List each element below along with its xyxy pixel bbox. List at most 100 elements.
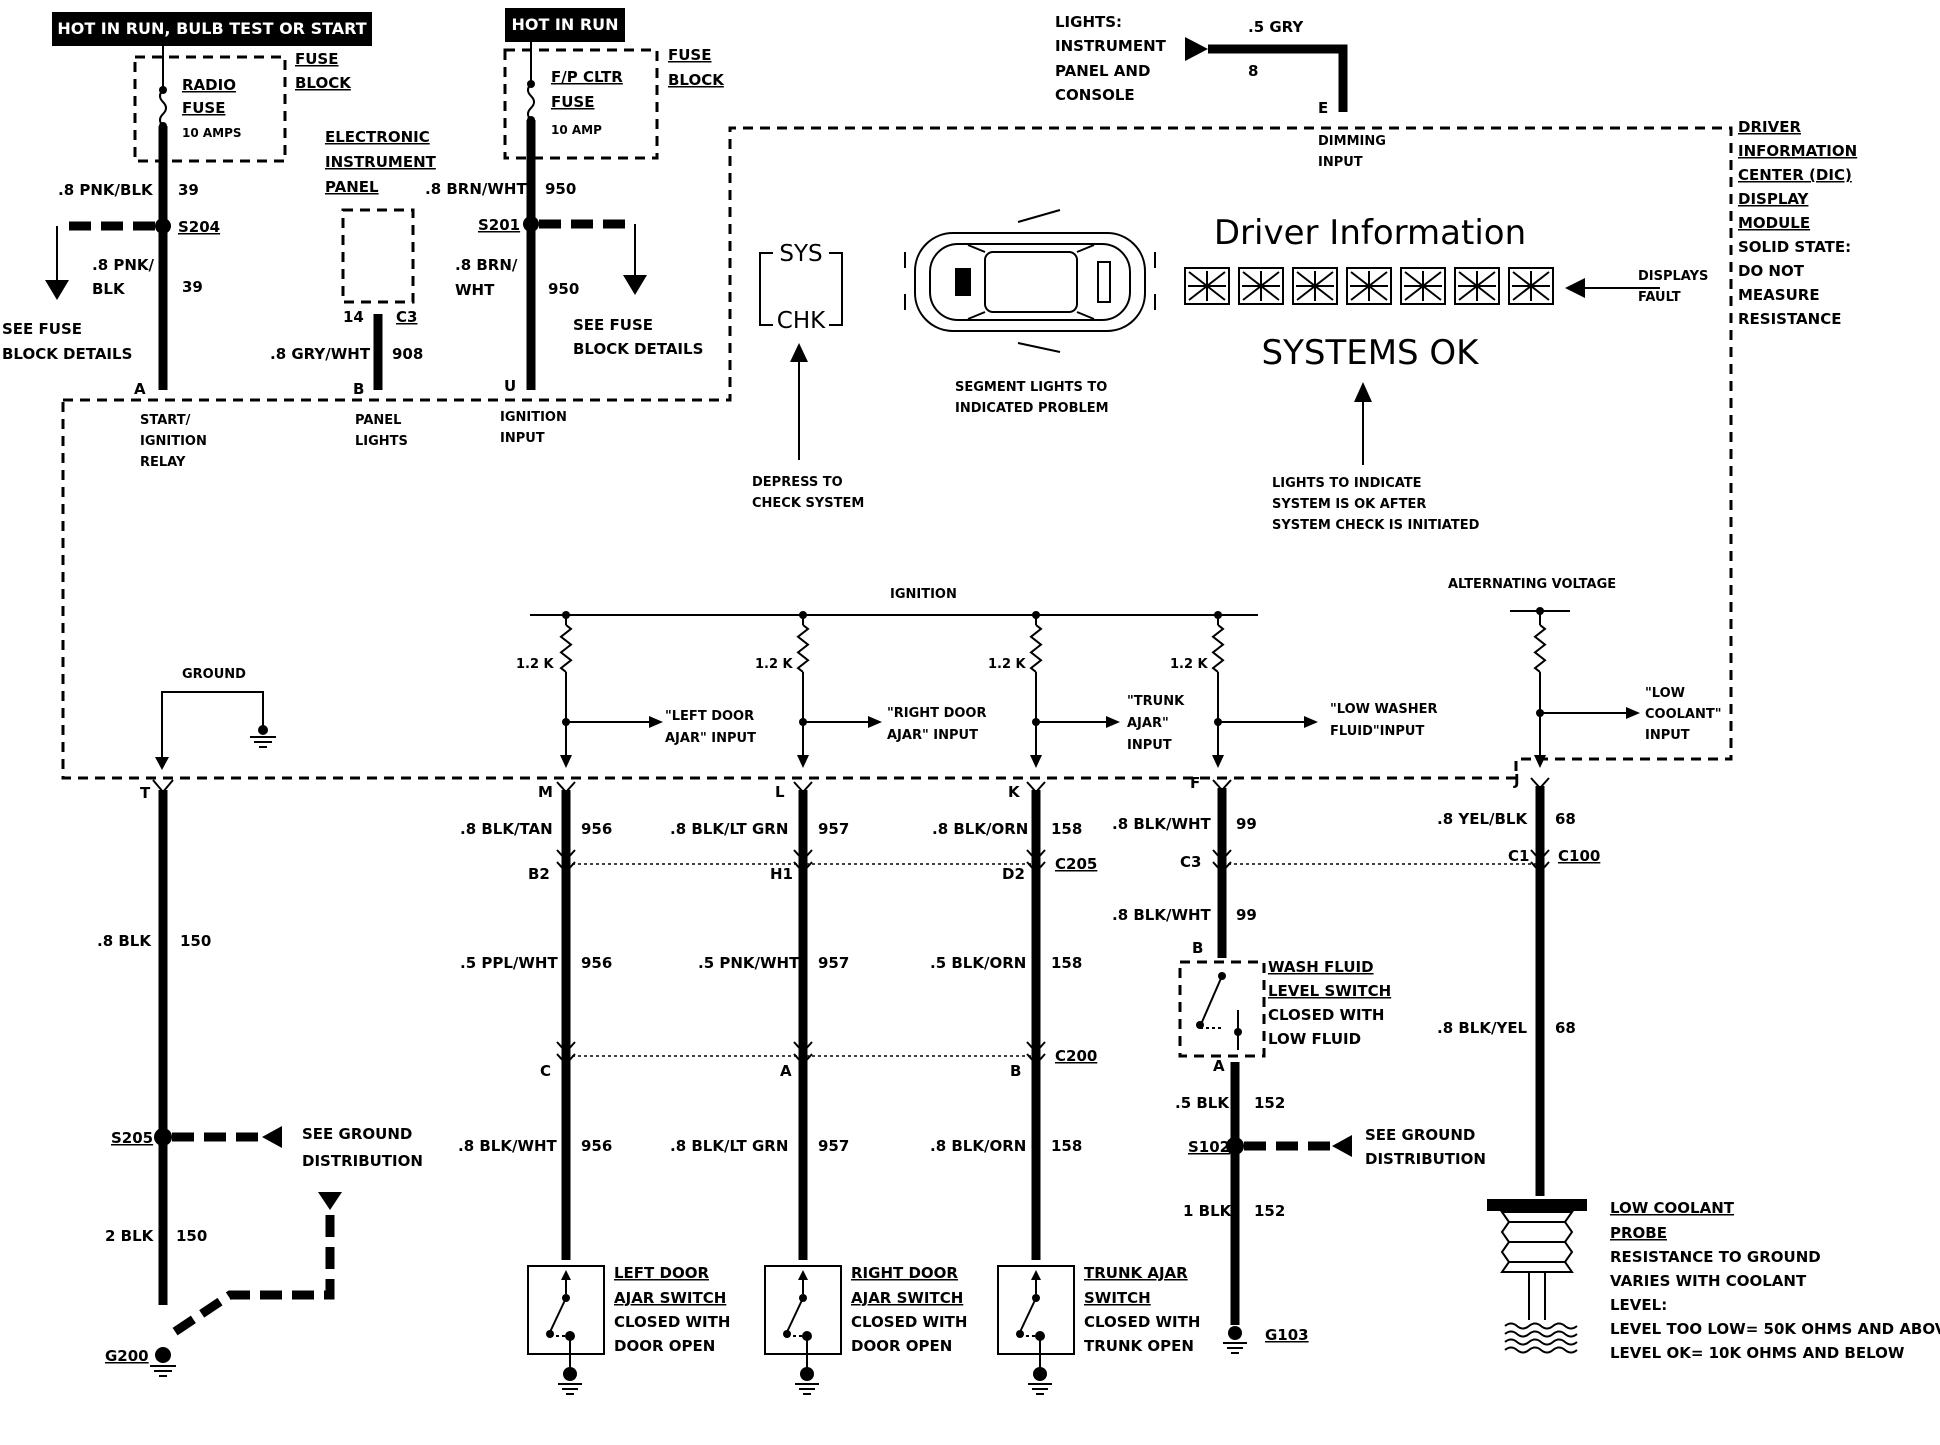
wash-switch-label-2: LEVEL SWITCH (1268, 982, 1391, 1000)
svg-text:INFORMATION: INFORMATION (1738, 142, 1857, 160)
fp-fuse-label-2: FUSE (551, 93, 594, 111)
washer-pin-a: A (1213, 1057, 1225, 1075)
svg-text:DISPLAY: DISPLAY (1738, 190, 1810, 208)
depress-label-2: CHECK SYSTEM (752, 496, 864, 511)
radio-fuse-block (133, 55, 287, 163)
wire-150b-color: 2 BLK (105, 1227, 155, 1245)
lights-label-4: CONSOLE (1055, 86, 1135, 104)
wash-switch-label-1: WASH FLUID (1268, 958, 1374, 976)
trunk-switch-label-3: CLOSED WITH (1084, 1313, 1200, 1331)
left-door-switch-label-2: AJAR SWITCH (614, 1289, 726, 1307)
wire-908-circuit: 908 (392, 345, 423, 363)
ground-icon (1223, 1326, 1247, 1354)
depress-label-1: DEPRESS TO (752, 475, 843, 490)
coolant-pin-c1: C1 (1508, 847, 1529, 865)
ground-icon (250, 725, 276, 748)
start-ignition-relay-1: START/ (140, 413, 191, 428)
electronic-instrument-panel (341, 208, 415, 304)
radio-fuse-label-1: RADIO (182, 76, 236, 94)
see-fuse-3: SEE FUSE (573, 316, 653, 334)
arrow-right-icon (868, 716, 882, 728)
splice-s204-label: S204 (178, 218, 220, 236)
pin-a: A (134, 380, 146, 398)
dic-module-boundary (61, 126, 1733, 780)
wash-switch-label-3: CLOSED WITH (1268, 1006, 1384, 1024)
wire-39-color: .8 PNK/BLK (58, 181, 154, 199)
radio-fuse-rating: 10 AMPS (182, 126, 242, 140)
car-top-view-icon (904, 209, 1156, 353)
radio-fuse-label-2: FUSE (182, 99, 225, 117)
wire-8-color: .5 GRY (1248, 18, 1304, 36)
fp-cltr-fuse-block (503, 48, 659, 160)
ignition-bus-label: IGNITION (890, 587, 957, 602)
dimming-input-2: INPUT (1318, 155, 1363, 170)
connector-c100-label: C100 (1558, 847, 1600, 865)
lights-label-3: PANEL AND (1055, 62, 1150, 80)
arrow-right-icon (1304, 716, 1318, 728)
washer-pin-b: B (1192, 939, 1203, 957)
wire-150-circuit: 150 (180, 932, 211, 950)
right-door-switch-label-4: DOOR OPEN (851, 1337, 952, 1355)
washer-input-2: FLUID"INPUT (1330, 724, 1424, 739)
coolant-input-2: COOLANT" (1645, 707, 1722, 722)
left-door-wire-1-color: .8 BLK/TAN (460, 820, 553, 838)
arrow-right-icon (1106, 716, 1120, 728)
arrow-right-icon (1626, 707, 1640, 719)
eip-label-2: INSTRUMENT (325, 153, 437, 171)
splice-s201 (523, 216, 539, 232)
wire-152b-color: 1 BLK (1183, 1202, 1233, 1220)
ignition-input-1: IGNITION (500, 410, 567, 425)
coolant-input-1: "LOW (1645, 686, 1685, 701)
fp-fuse-block-2: BLOCK (668, 71, 725, 89)
ground-g103-label: G103 (1265, 1326, 1309, 1344)
trunk-wire-2-color: .5 BLK/ORN (930, 954, 1026, 972)
displays-fault-2: FAULT (1638, 290, 1681, 305)
right-door-input-1: "RIGHT DOOR (887, 706, 986, 721)
pin-b: B (353, 380, 364, 398)
probe-label-5: LEVEL: (1610, 1296, 1667, 1314)
svg-text:DRIVER: DRIVER (1738, 118, 1801, 136)
see-ground-4: DISTRIBUTION (1365, 1150, 1486, 1168)
dimming-input-1: DIMMING (1318, 134, 1386, 149)
wire-99-circuit: 99 (1236, 815, 1257, 833)
coolant-resistor-icon (1533, 624, 1547, 673)
wire-950-color: .8 BRN/WHT (425, 180, 527, 198)
see-fuse-4: BLOCK DETAILS (573, 340, 703, 358)
driver-information-title: Driver Information (1214, 213, 1526, 253)
arrow-down-icon (1030, 755, 1042, 768)
wire-68-color: .8 YEL/BLK (1437, 810, 1528, 828)
sys-chk-button: SYS CHK (759, 241, 843, 334)
fuse-symbol-icon (527, 83, 535, 121)
left-door-switch-icon (527, 1265, 605, 1370)
trunk-wire-3-color: .8 BLK/ORN (930, 1137, 1026, 1155)
right-door-wire-1-circuit: 957 (818, 820, 849, 838)
connector-c205-label: C205 (1055, 855, 1097, 873)
right-door-resistor-value: 1.2 K (755, 657, 794, 672)
right-door-pin-3: A (780, 1062, 792, 1080)
wire-39b-circuit: 39 (182, 278, 203, 296)
connector-c200-label: C200 (1055, 1047, 1097, 1065)
eip-connector: C3 (396, 308, 417, 326)
wash-fluid-switch-icon (1178, 960, 1266, 1058)
left-door-pin-3: C (540, 1062, 551, 1080)
wire-150b-circuit: 150 (176, 1227, 207, 1245)
arrow-down-icon (623, 275, 647, 295)
pin-u: U (504, 377, 516, 395)
ok-label-3: SYSTEM CHECK IS INITIATED (1272, 518, 1480, 533)
fp-fuse-label-1: F/P CLTR (551, 68, 623, 86)
svg-text:RESISTANCE: RESISTANCE (1738, 310, 1841, 328)
probe-label-7: LEVEL OK= 10K OHMS AND BELOW (1610, 1344, 1905, 1362)
wire-39b-color-2: BLK (92, 280, 126, 298)
right-door-wire-3-circuit: 957 (818, 1137, 849, 1155)
right-door-pin: L (775, 783, 785, 801)
wire-950b-color-2: WHT (455, 281, 495, 299)
eip-pin: 14 (343, 308, 364, 326)
banner-hot-in-run-bulb-test: HOT IN RUN, BULB TEST OR START (52, 12, 372, 46)
arrow-right-icon (649, 716, 663, 728)
wire-8-circuit: 8 (1248, 62, 1258, 80)
wash-switch-label-4: LOW FLUID (1268, 1030, 1361, 1048)
right-door-resistor-icon (796, 624, 810, 673)
lights-label-2: INSTRUMENT (1055, 37, 1167, 55)
